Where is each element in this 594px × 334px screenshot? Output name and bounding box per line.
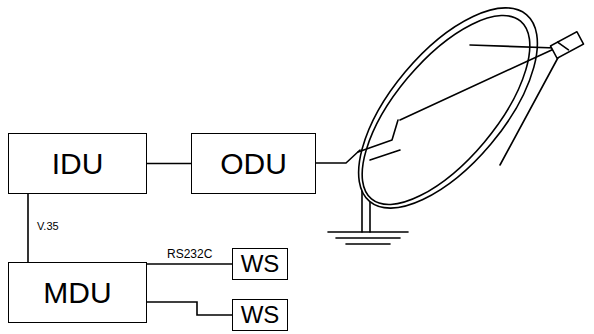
dish-reflector xyxy=(327,0,570,237)
unit-box: ODU xyxy=(191,133,316,194)
unit-name: WS xyxy=(241,252,280,276)
ground-line xyxy=(346,243,390,245)
antenna-cable xyxy=(316,150,360,163)
cable-line xyxy=(147,263,232,265)
unit-name: MDU xyxy=(43,278,111,308)
feed-arm xyxy=(400,48,556,120)
cable-line xyxy=(27,194,29,262)
interface-label: V.35 xyxy=(35,220,61,232)
cable-line xyxy=(147,302,232,315)
unit-name: ODU xyxy=(220,149,287,179)
unit-name: IDU xyxy=(52,149,104,179)
dish-mount xyxy=(358,120,400,160)
interface-label: RS232C xyxy=(165,248,214,261)
lnb-feed xyxy=(558,39,569,52)
unit-box: WS xyxy=(232,248,288,280)
unit-box: WS xyxy=(232,299,288,331)
feed-arm xyxy=(500,54,560,165)
cable-line xyxy=(147,163,191,165)
lnb-feed xyxy=(550,32,583,58)
ground-line xyxy=(336,237,400,239)
unit-box: MDU xyxy=(8,262,147,323)
ground-line xyxy=(328,231,408,233)
unit-name: WS xyxy=(241,303,280,327)
dish-rim xyxy=(333,0,559,231)
unit-box: IDU xyxy=(8,133,147,194)
feed-arm xyxy=(470,45,556,48)
